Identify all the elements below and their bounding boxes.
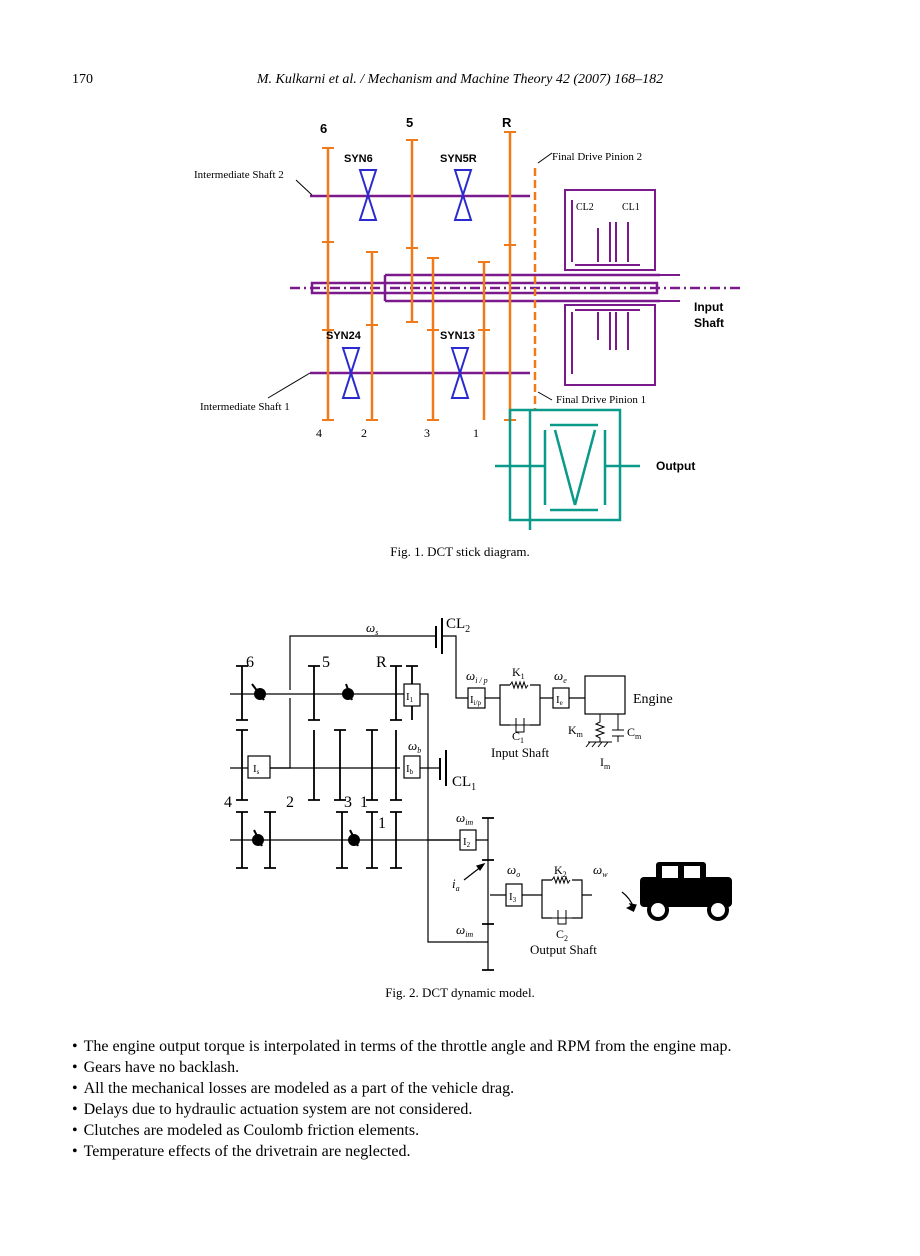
fig2-i3: I3 xyxy=(509,891,517,904)
fig2-gear-label: 3 xyxy=(344,794,352,811)
fig2-k2: K2 xyxy=(554,863,567,879)
list-item: All the mechanical losses are modeled as… xyxy=(72,1078,731,1099)
fig2-engine: Engine xyxy=(633,692,673,707)
page-number: 170 xyxy=(72,72,93,87)
fig2-clutch-cl1 xyxy=(439,750,447,786)
fig1-input-label: Input xyxy=(694,300,723,314)
fig2-inertia-boxes xyxy=(247,675,626,907)
fig1-intermediate-shafts xyxy=(310,194,530,375)
fig2-input-shaft: Input Shaft xyxy=(491,745,550,760)
fig1-cl2-label: CL2 xyxy=(576,202,594,213)
fig2-i1: I1 xyxy=(406,691,414,704)
fig2-arrows xyxy=(463,862,637,912)
fig2-synchro-pins xyxy=(251,683,360,847)
fig2-km: Km xyxy=(568,723,584,739)
fig2-ib: Ib xyxy=(406,763,414,776)
fig1-gear-label: 6 xyxy=(320,121,327,136)
fig1-final-drive-2-label: Final Drive Pinion 2 xyxy=(552,151,642,163)
fig2-cl2: CL2 xyxy=(446,616,470,635)
fig2-omega-im-1: ωim xyxy=(456,810,473,827)
fig1-gears xyxy=(326,132,537,420)
fig1-leader-lines xyxy=(267,152,553,401)
fig1-shaft-label: Shaft xyxy=(694,316,724,330)
fig1-stick-diagram: 6 5 R SYN6 SYN5R SYN24 SYN13 Intermediat… xyxy=(194,115,740,530)
fig2-gear-label: 1 xyxy=(378,815,386,832)
fig1-output-housing xyxy=(495,408,640,530)
fig2-omega-s: ωs xyxy=(366,620,378,637)
fig2-k1: K1 xyxy=(512,665,525,681)
fig2-ie: Ie xyxy=(556,694,563,707)
running-head: M. Kulkarni et al. / Mechanism and Machi… xyxy=(256,72,664,87)
fig2-iip: Ii/p xyxy=(470,694,482,707)
fig1-gear-ticks xyxy=(322,131,516,421)
fig1-output-label: Output xyxy=(656,459,695,473)
assumption-list: The engine output torque is interpolated… xyxy=(72,1036,732,1162)
fig2-gear-label: 4 xyxy=(224,794,232,811)
fig2-output-shaft: Output Shaft xyxy=(530,942,597,957)
fig2-omega-e: ωe xyxy=(554,668,567,685)
list-item: Gears have no backlash. xyxy=(72,1057,731,1078)
fig1-gear-label: 5 xyxy=(406,115,413,130)
fig1-syn-label: SYN5R xyxy=(440,153,477,165)
fig2-gear-label: 6 xyxy=(246,654,254,671)
fig1-gear-label: 3 xyxy=(424,426,430,440)
fig1-gear-label: R xyxy=(502,115,512,130)
fig1-caption: Fig. 1. DCT stick diagram. xyxy=(390,544,530,559)
fig1-intermediate-shaft-1-label: Intermediate Shaft 1 xyxy=(200,401,290,413)
fig2-omega-im-2: ωim xyxy=(456,922,473,939)
fig2-springs xyxy=(509,680,624,925)
fig2-lines xyxy=(230,635,592,970)
fig2-c2: C2 xyxy=(556,927,568,943)
fig2-i-a: ia xyxy=(452,876,460,893)
list-item: Delays due to hydraulic actuation system… xyxy=(72,1099,731,1120)
fig1-final-drive-1-label: Final Drive Pinion 1 xyxy=(556,394,646,406)
fig1-intermediate-shaft-2-label: Intermediate Shaft 2 xyxy=(194,169,284,181)
fig1-gear-label: 1 xyxy=(473,426,479,440)
fig1-cl1-label: CL1 xyxy=(622,202,640,213)
fig1-gear-label: 4 xyxy=(316,426,322,440)
list-item: Temperature effects of the drivetrain ar… xyxy=(72,1141,731,1162)
fig2-gear-label: 2 xyxy=(286,794,294,811)
list-item: Clutches are modeled as Coulomb friction… xyxy=(72,1120,731,1141)
fig1-gear-label: 2 xyxy=(361,426,367,440)
fig1-main-shaft xyxy=(290,273,740,303)
fig2-gear-label: 5 xyxy=(322,654,330,671)
list-item: The engine output torque is interpolated… xyxy=(72,1036,732,1057)
fig2-im: Im xyxy=(600,755,611,771)
fig2-clutch-cl2 xyxy=(435,618,443,654)
fig2-omega-w: ωw xyxy=(593,862,608,879)
fig2-is: Is xyxy=(253,763,260,776)
fig1-syn-label: SYN24 xyxy=(326,330,362,342)
car-icon xyxy=(626,862,732,921)
fig2-omega-b: ωb xyxy=(408,738,421,755)
fig2-omega-o: ωo xyxy=(507,862,520,879)
fig2-omega-ip: ωi / p xyxy=(466,668,488,685)
fig1-synchronizers xyxy=(341,169,473,399)
fig2-gear-label: 1 xyxy=(360,794,368,811)
fig1-syn-label: SYN13 xyxy=(440,330,475,342)
fig2-c1: C1 xyxy=(512,729,524,745)
fig2-gear-label: R xyxy=(376,654,387,671)
fig2-dynamic-model: ωs CL2 6 5 R I1 Is ωb Ib CL1 ωi / p Ii/p… xyxy=(224,616,732,971)
fig2-cl1: CL1 xyxy=(452,774,476,793)
fig2-gear-shafts xyxy=(236,665,494,971)
fig2-caption: Fig. 2. DCT dynamic model. xyxy=(385,985,535,1000)
fig2-i2: I2 xyxy=(463,836,471,849)
fig2-cm: Cm xyxy=(627,725,642,741)
fig1-clutch-housings xyxy=(564,189,680,386)
fig1-syn-label: SYN6 xyxy=(344,153,373,165)
